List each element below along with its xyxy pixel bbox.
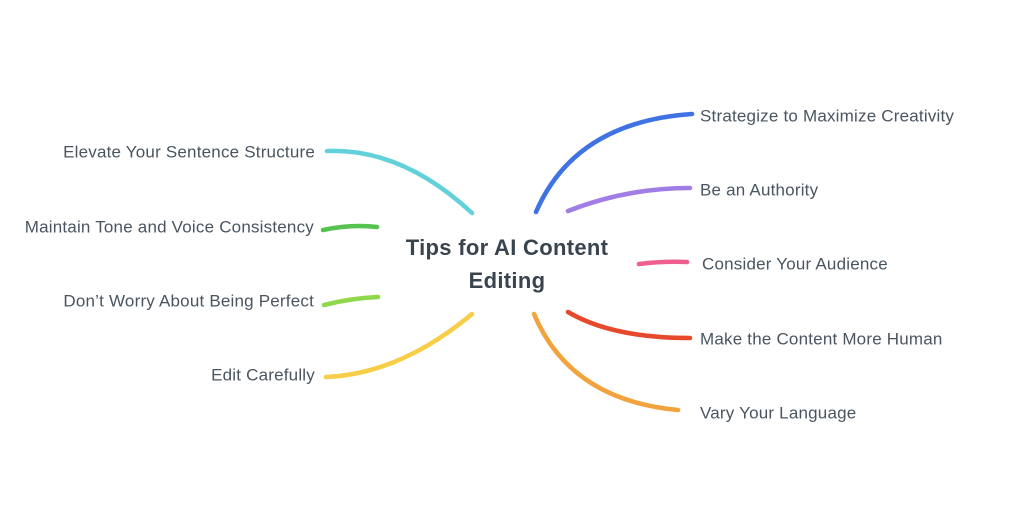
node-consider-your-audience[interactable]: Consider Your Audience [702, 254, 888, 274]
connector-maintain-tone-voice [320, 223, 380, 233]
central-topic-node[interactable]: Tips for AI Content Editing [405, 235, 609, 293]
connector-be-an-authority [565, 185, 693, 214]
connector-make-content-human [565, 309, 693, 341]
connector-dont-worry-perfect [321, 294, 381, 308]
connector-elevate-sentence-structure [324, 148, 475, 216]
node-edit-carefully[interactable]: Edit Carefully [211, 365, 315, 385]
connector-vary-your-language [531, 311, 681, 413]
connector-edit-carefully [323, 311, 475, 380]
node-be-an-authority[interactable]: Be an Authority [700, 180, 819, 200]
connector-consider-your-audience [636, 259, 690, 267]
connector-strategize-creativity [533, 111, 695, 215]
node-vary-your-language[interactable]: Vary Your Language [700, 403, 857, 423]
node-maintain-tone-voice[interactable]: Maintain Tone and Voice Consistency [24, 217, 314, 237]
node-make-content-human[interactable]: Make the Content More Human [700, 329, 943, 349]
node-dont-worry-perfect[interactable]: Don’t Worry About Being Perfect [63, 291, 314, 311]
node-elevate-sentence-structure[interactable]: Elevate Your Sentence Structure [63, 142, 315, 162]
node-strategize-creativity[interactable]: Strategize to Maximize Creativity [700, 106, 955, 126]
